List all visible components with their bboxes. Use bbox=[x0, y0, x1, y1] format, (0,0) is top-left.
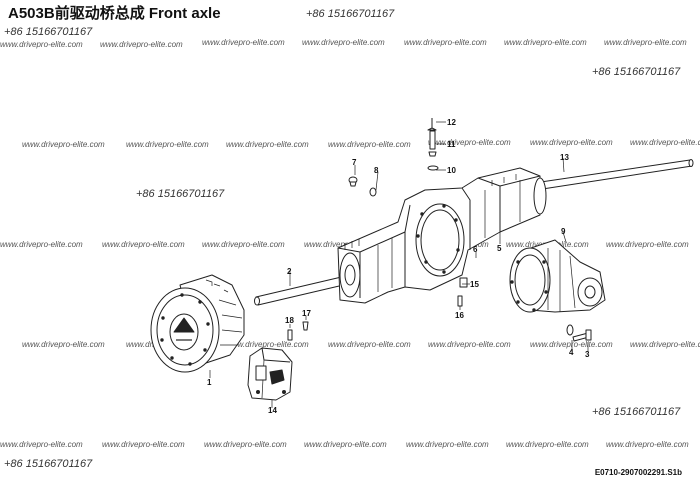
brake-caliper bbox=[247, 347, 293, 401]
site-watermark: www.drivepro-elite.com bbox=[226, 340, 309, 349]
bolt-18 bbox=[287, 329, 293, 341]
phone-watermark: +86 15166701167 bbox=[136, 188, 225, 200]
site-watermark: www.drivepro-elite.com bbox=[202, 38, 285, 47]
site-watermark: www.drivepro-elite.com bbox=[506, 440, 589, 449]
callout-3: 3 bbox=[585, 350, 590, 359]
site-watermark: www.drivepro-elite.com bbox=[604, 38, 687, 47]
callout-labels: 1 2 3 4 5 6 7 8 9 10 11 12 13 14 15 16 1… bbox=[207, 118, 590, 415]
axle-housing bbox=[337, 167, 547, 304]
site-watermark: www.drivepro-elite.com bbox=[530, 138, 613, 147]
drawing-code: E0710-2907002291.S1b bbox=[594, 468, 682, 477]
callout-17: 17 bbox=[302, 309, 311, 318]
site-watermark: www.drivepro-elite.com bbox=[606, 440, 689, 449]
site-watermark: www.drivepro-elite.com bbox=[328, 340, 411, 349]
breather-valve bbox=[427, 118, 437, 157]
callout-18: 18 bbox=[285, 316, 294, 325]
phone-watermark: +86 15166701167 bbox=[4, 458, 93, 470]
phone-watermark: +86 15166701167 bbox=[592, 406, 681, 418]
bolt-15 bbox=[459, 277, 468, 288]
site-watermark: www.drivepro-elite.com bbox=[22, 340, 105, 349]
callout-11: 11 bbox=[447, 140, 456, 149]
site-watermark: www.drivepro-elite.com bbox=[304, 440, 387, 449]
site-watermark: www.drivepro-elite.com bbox=[102, 240, 185, 249]
phone-watermark: +86 15166701167 bbox=[306, 8, 395, 20]
site-watermark: www.drivepro-elite.com bbox=[126, 140, 209, 149]
site-watermark: www.drivepro-elite.com bbox=[630, 340, 700, 349]
site-watermark: www.drivepro-elite.com bbox=[0, 40, 83, 49]
callout-15: 15 bbox=[470, 280, 479, 289]
site-watermark: www.drivepro-elite.com bbox=[22, 140, 105, 149]
callout-2: 2 bbox=[287, 267, 292, 276]
axle-shaft-left bbox=[254, 274, 353, 306]
site-watermark: www.drivepro-elite.com bbox=[0, 440, 83, 449]
callout-13: 13 bbox=[560, 153, 569, 162]
phone-watermark: +86 15166701167 bbox=[592, 66, 681, 78]
site-watermark: www.drivepro-elite.com bbox=[428, 340, 511, 349]
axle-shaft-right bbox=[533, 159, 694, 191]
callout-4: 4 bbox=[569, 348, 574, 357]
site-watermark: www.drivepro-elite.com bbox=[102, 440, 185, 449]
bolt-17 bbox=[302, 321, 309, 331]
differential-housing bbox=[509, 239, 606, 313]
site-watermark: www.drivepro-elite.com bbox=[630, 138, 700, 147]
site-watermark: www.drivepro-elite.com bbox=[302, 38, 385, 47]
leader-lines bbox=[209, 121, 589, 408]
wheel-hub bbox=[150, 274, 245, 373]
callout-7: 7 bbox=[352, 158, 357, 167]
site-watermark: www.drivepro-elite.com bbox=[428, 138, 511, 147]
site-watermark: www.drivepro-elite.com bbox=[204, 440, 287, 449]
callout-9: 9 bbox=[561, 227, 566, 236]
site-watermark: www.drivepro-elite.com bbox=[606, 240, 689, 249]
callout-6: 6 bbox=[473, 245, 478, 254]
site-watermark: www.drivepro-elite.com bbox=[504, 38, 587, 47]
site-watermark: www.drivepro-elite.com bbox=[530, 340, 613, 349]
callout-14: 14 bbox=[268, 406, 277, 415]
callout-5: 5 bbox=[497, 244, 502, 253]
plug-7 bbox=[348, 176, 358, 187]
callout-12: 12 bbox=[447, 118, 456, 127]
site-watermark: www.drivepro-elite.com bbox=[404, 38, 487, 47]
site-watermark: www.drivepro-elite.com bbox=[226, 140, 309, 149]
callout-8: 8 bbox=[374, 166, 379, 175]
seal-ring-10 bbox=[427, 165, 439, 171]
callout-10: 10 bbox=[447, 166, 456, 175]
bolt-4 bbox=[572, 329, 592, 342]
diagram-title: A503B前驱动桥总成 Front axle bbox=[8, 5, 221, 22]
site-watermark: www.drivepro-elite.com bbox=[100, 40, 183, 49]
site-watermark: www.drivepro-elite.com bbox=[328, 140, 411, 149]
site-watermark: www.drivepro-elite.com bbox=[202, 240, 285, 249]
callout-16: 16 bbox=[455, 311, 464, 320]
callout-1: 1 bbox=[207, 378, 212, 387]
washer-4 bbox=[566, 324, 574, 336]
site-watermark: www.drivepro-elite.com bbox=[406, 440, 489, 449]
bolt-16 bbox=[457, 295, 463, 307]
phone-watermark: +86 15166701167 bbox=[4, 26, 93, 38]
washer-8 bbox=[369, 187, 377, 197]
site-watermark: www.drivepro-elite.com bbox=[0, 240, 83, 249]
